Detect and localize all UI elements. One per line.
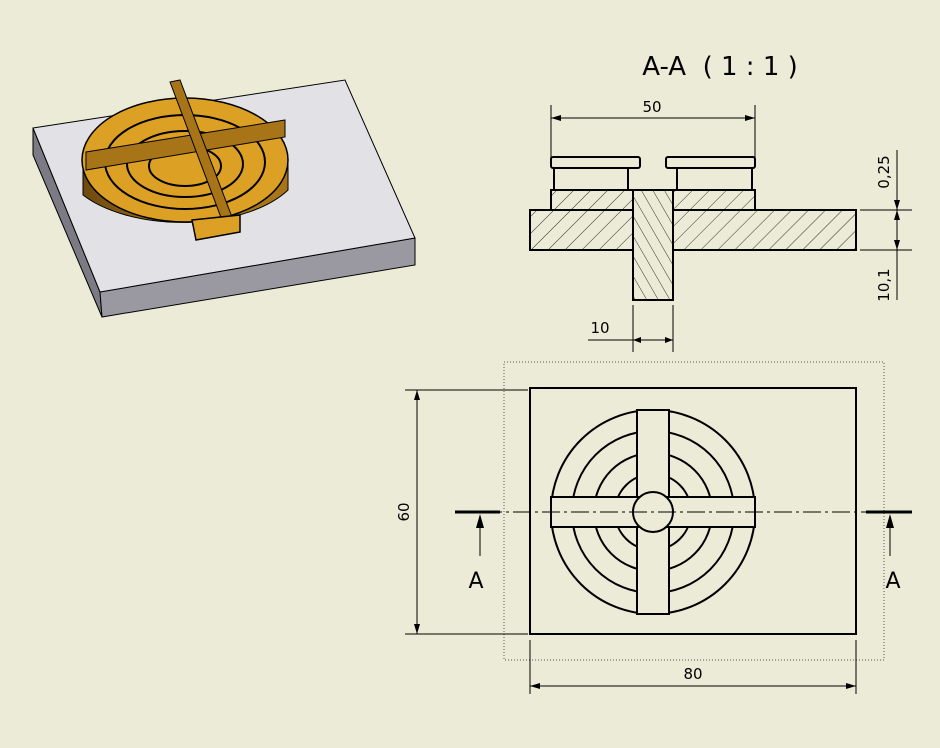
isometric-view xyxy=(32,79,416,318)
dim-10-1: 10,1 xyxy=(875,268,893,301)
dim-80: 80 xyxy=(683,665,702,683)
puck-t-foot xyxy=(191,214,241,241)
section-arrow-left xyxy=(476,514,484,528)
plate-outline xyxy=(529,387,857,635)
section-arrow-right xyxy=(886,514,894,528)
dim-10: 10 xyxy=(590,319,609,337)
section-label-right: A xyxy=(885,569,900,594)
dim-60: 60 xyxy=(395,502,413,521)
section-view: A-A ( 1 : 1 ) 50 10 0,25 xyxy=(529,52,912,352)
section-label-left: A xyxy=(468,569,483,594)
puck-slot-horizontal xyxy=(85,119,286,171)
plate-section xyxy=(529,209,857,251)
plan-view: A A 60 80 xyxy=(395,361,912,694)
dim-0-25: 0,25 xyxy=(875,155,893,188)
section-title: A-A ( 1 : 1 ) xyxy=(642,52,798,82)
dim-50: 50 xyxy=(642,98,661,116)
